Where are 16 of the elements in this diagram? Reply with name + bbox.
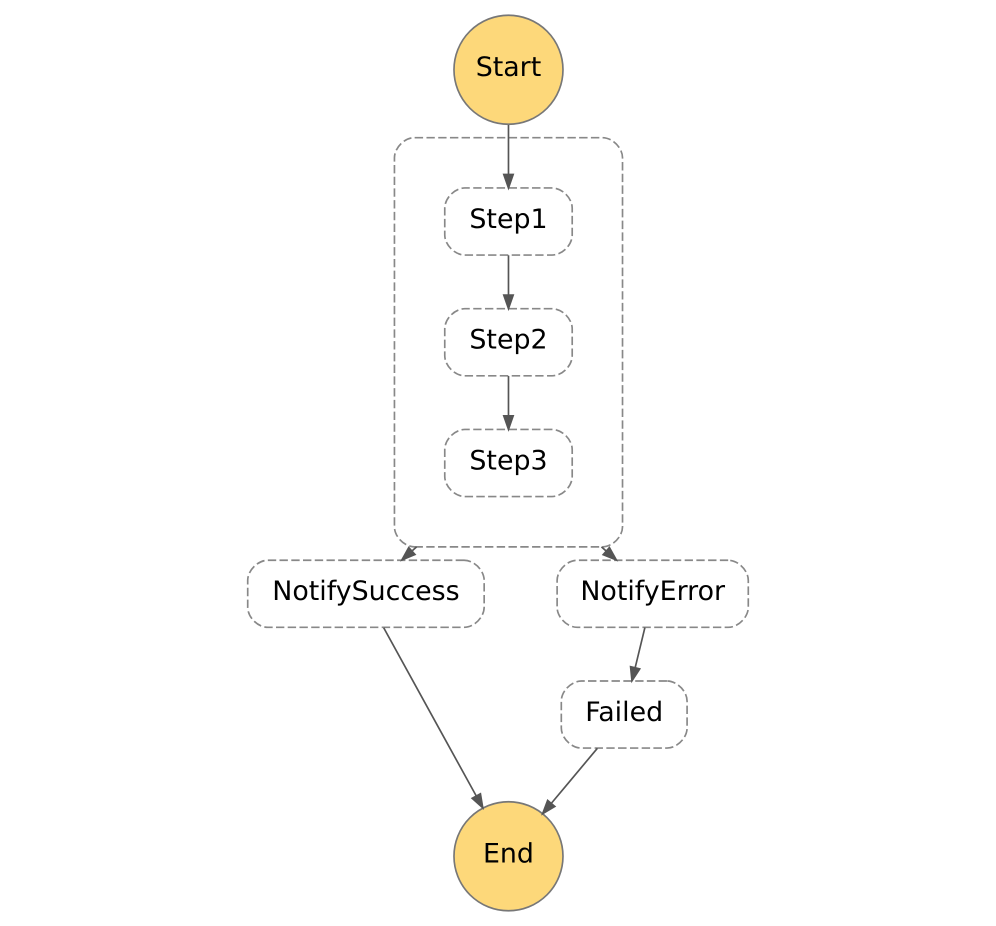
- arrow: [502, 376, 514, 432]
- arrow: [400, 546, 418, 562]
- arrow: [502, 125, 514, 190]
- cluster: [394, 136, 624, 548]
- node-circle: Start: [453, 14, 564, 126]
- node-circle: End: [453, 800, 564, 912]
- arrow: [382, 627, 484, 810]
- node-box: Step3: [444, 428, 574, 498]
- node-box: NotifySuccess: [246, 559, 485, 628]
- node-box: Step1: [444, 187, 574, 256]
- node-box: Step2: [444, 308, 574, 377]
- arrow: [541, 748, 598, 816]
- node-box: Failed: [560, 680, 688, 749]
- arrow: [502, 255, 514, 312]
- node-box: NotifyError: [556, 559, 750, 628]
- arrow: [630, 627, 646, 684]
